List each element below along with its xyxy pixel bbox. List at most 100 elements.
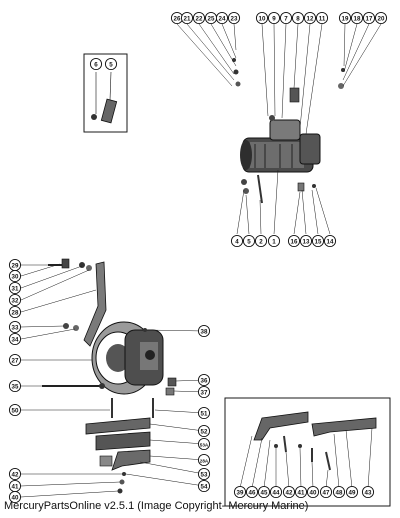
- callout-number: 22: [196, 15, 203, 22]
- callout-4: 4: [230, 234, 244, 248]
- callout-number: 40: [12, 494, 19, 501]
- callout-22: 22: [192, 11, 206, 25]
- callout-8: 8: [291, 11, 305, 25]
- callout-number: 30: [12, 273, 19, 280]
- callout-number: 40: [310, 489, 317, 496]
- callout-number: 5: [247, 238, 251, 245]
- callout-1: 1: [267, 234, 281, 248]
- callout-40: 40: [8, 490, 22, 504]
- callout-number: 41: [298, 489, 305, 496]
- callout-10: 10: [255, 11, 269, 25]
- callout-number: 44: [273, 489, 280, 496]
- callout-16: 16: [287, 234, 301, 248]
- callout-number: 19: [342, 15, 349, 22]
- callout-49: 49: [345, 485, 359, 499]
- callout-number: 52: [201, 428, 208, 435]
- callout-number: 39: [237, 489, 244, 496]
- starter-motor: [240, 119, 321, 173]
- alternator-small-parts: [42, 258, 177, 494]
- callout-number: 21: [184, 15, 191, 22]
- callout-51: 51: [197, 406, 211, 420]
- leader-lines-alternator: [20, 263, 205, 498]
- callout-29: 29: [8, 258, 22, 272]
- callout-11: 11: [315, 11, 329, 25]
- callout-33: 33: [8, 320, 22, 334]
- callout-number: 10: [259, 15, 266, 22]
- inset-bracket-parts: [253, 411, 377, 471]
- callout-number: 27: [12, 357, 19, 364]
- callout-28A: 28A: [197, 453, 211, 467]
- callout-number: 43: [365, 489, 372, 496]
- leader-lines-starter-bottom: [236, 169, 331, 235]
- callout-number: 1: [272, 238, 276, 245]
- alternator-brackets: [83, 261, 151, 471]
- callout-number: 12: [307, 15, 314, 22]
- callout-24: 24: [215, 11, 229, 25]
- callout-number: 53: [201, 471, 208, 478]
- callout-number: 18: [354, 15, 361, 22]
- callout-number: 24: [219, 15, 226, 22]
- callout-34: 34: [8, 332, 22, 346]
- callout-23: 23: [227, 11, 241, 25]
- callout-14: 14: [323, 234, 337, 248]
- callout-41: 41: [294, 485, 308, 499]
- callout-52: 52: [197, 424, 211, 438]
- callout-number: 49: [349, 489, 356, 496]
- callout-54: 54: [197, 479, 211, 493]
- leader-lines-inset: [239, 427, 373, 489]
- callout-number: 51: [201, 410, 208, 417]
- callout-40: 40: [306, 485, 320, 499]
- copyright-footer: MercuryPartsOnline v2.5.1 (Image Copyrig…: [4, 500, 309, 512]
- callout-15: 15: [311, 234, 325, 248]
- callout-36: 36: [197, 373, 211, 387]
- callout-number: 25: [208, 15, 215, 22]
- callout-number: 14: [327, 238, 334, 245]
- callout-44: 44: [269, 485, 283, 499]
- callout-number: 42: [12, 471, 19, 478]
- callout-5: 5: [104, 57, 118, 71]
- callout-39: 39: [233, 485, 247, 499]
- callout-number: 37: [201, 389, 208, 396]
- callout-number: 38: [201, 328, 208, 335]
- callout-45: 45: [257, 485, 271, 499]
- callout-number: 54: [201, 483, 208, 490]
- callout-number: 13: [303, 238, 310, 245]
- callout-number: 28: [12, 309, 19, 316]
- callout-number: 4: [235, 238, 239, 245]
- callout-number: 46: [249, 489, 256, 496]
- callout-number: 32: [12, 297, 19, 304]
- callout-12: 12: [303, 11, 317, 25]
- callout-28: 28: [8, 305, 22, 319]
- callout-26: 26: [170, 11, 184, 25]
- callout-53A: 53A: [197, 437, 211, 451]
- callout-18: 18: [350, 11, 364, 25]
- callout-number: 31: [12, 285, 19, 292]
- callout-50: 50: [8, 403, 22, 417]
- callout-31: 31: [8, 281, 22, 295]
- leader-lines-top: [176, 23, 382, 135]
- callout-number: 29: [12, 262, 19, 269]
- callout-20: 20: [374, 11, 388, 25]
- callout-number: 23: [231, 15, 238, 22]
- callout-number: 42: [286, 489, 293, 496]
- callout-6: 6: [89, 57, 103, 71]
- callout-number: 6: [94, 61, 98, 68]
- callout-37: 37: [197, 385, 211, 399]
- callout-number: 16: [291, 238, 298, 245]
- callout-17: 17: [362, 11, 376, 25]
- callout-19: 19: [338, 11, 352, 25]
- callout-number: 35: [12, 383, 19, 390]
- callout-number: 9: [272, 15, 276, 22]
- callout-number: 11: [319, 15, 326, 22]
- callout-number: 5: [109, 61, 113, 68]
- callout-47: 47: [319, 485, 333, 499]
- callout-number: 53A: [200, 442, 209, 447]
- callout-2: 2: [254, 234, 268, 248]
- callout-number: 26: [174, 15, 181, 22]
- inset-box-bracket: [224, 397, 391, 507]
- callout-number: 2: [259, 238, 263, 245]
- callout-number: 47: [323, 489, 330, 496]
- callout-number: 45: [261, 489, 268, 496]
- alternator: [91, 321, 164, 395]
